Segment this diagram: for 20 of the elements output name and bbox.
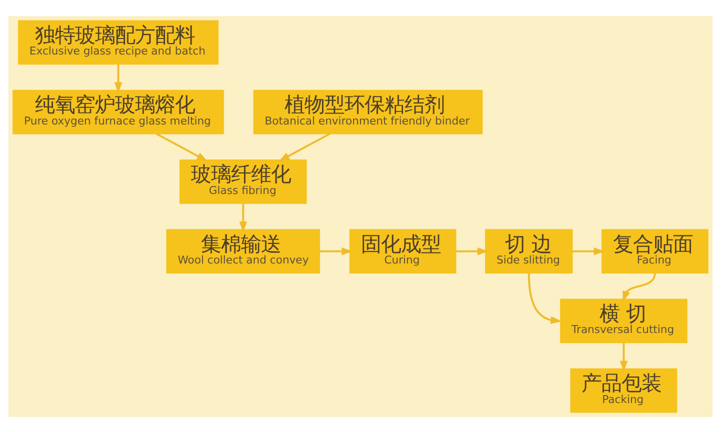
arrow	[278, 132, 330, 161]
arrow	[156, 132, 208, 161]
arrow	[528, 272, 562, 324]
node-box: 切 边 Side slitting	[485, 228, 573, 274]
arrow	[620, 342, 628, 372]
node-box: 纯氧窑炉玻璃熔化 Pure oxygen furnace glass melting	[12, 89, 224, 134]
node-box: 集棉输送 Wool collect and convey	[166, 228, 320, 274]
node-box: 玻璃纤维化 Glass fibring	[180, 158, 307, 204]
node-box: 植物型环保粘结剂 Botanical environment friendly binder	[253, 89, 483, 134]
arrow	[239, 202, 248, 232]
node-box: 横 切 Transversal cutting	[560, 298, 688, 343]
arrow	[320, 246, 353, 255]
node-box: 复合贴面 Facing	[602, 228, 708, 274]
node-box: 独特玻璃配方配料 Exclusive glass recipe and batch	[18, 20, 219, 64]
arrow	[572, 246, 605, 255]
arrow	[622, 272, 656, 302]
arrow	[456, 246, 489, 255]
node-box: 固化成型 Curing	[349, 228, 456, 274]
arrow	[114, 64, 122, 93]
node-box: 产品包装 Packing	[570, 368, 678, 412]
